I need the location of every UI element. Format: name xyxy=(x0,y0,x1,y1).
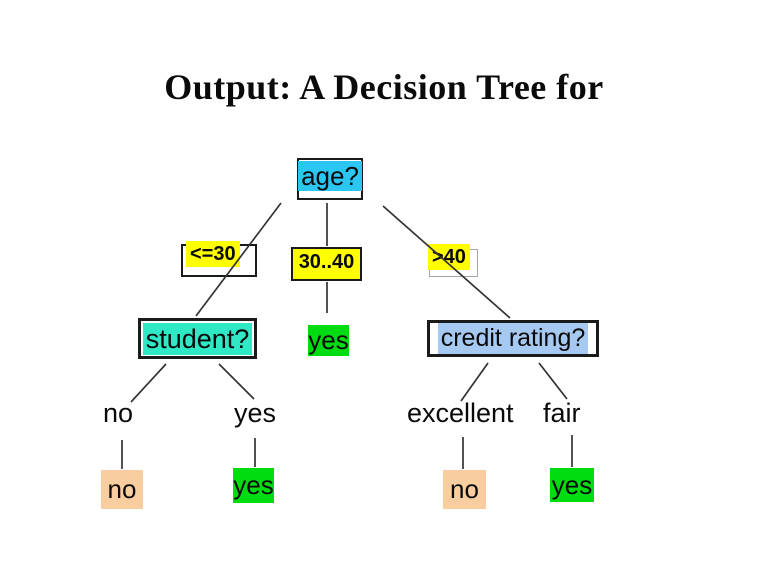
node-credit-rating-label: credit rating? xyxy=(437,323,589,354)
edge-label-yes: yes xyxy=(234,398,277,428)
edge-credit-excellent xyxy=(460,362,489,402)
branch-3040: 30..40 xyxy=(291,247,362,281)
leaf-no-student: no xyxy=(101,470,143,509)
edge-label-no: no xyxy=(103,398,134,428)
branch-le30-label: <=30 xyxy=(186,241,240,267)
edge-student-yes xyxy=(218,363,255,400)
slide-title: Output: A Decision Tree for xyxy=(164,67,604,107)
branch-le30: <=30 xyxy=(181,241,257,277)
leaf-no-credit: no xyxy=(443,470,486,509)
edge-credit-fair xyxy=(538,362,568,400)
branch-gt40-label: >40 xyxy=(428,244,470,270)
node-student: student? xyxy=(138,318,257,359)
branch-3040-label: 30..40 xyxy=(298,251,355,273)
edge-student-no xyxy=(130,363,167,403)
leaf-yes-middle: yes xyxy=(308,325,349,356)
edge-label-fair: fair xyxy=(543,398,581,428)
node-age: age? xyxy=(297,158,363,200)
node-age-label: age? xyxy=(298,161,362,191)
edge-label-excellent: excellent xyxy=(407,398,514,428)
leaf-yes-student: yes xyxy=(233,468,274,503)
leaf-yes-credit: yes xyxy=(550,468,594,502)
branch-gt40: >40 xyxy=(428,244,478,277)
node-credit-rating: credit rating? xyxy=(427,320,599,357)
node-student-label: student? xyxy=(142,322,253,355)
